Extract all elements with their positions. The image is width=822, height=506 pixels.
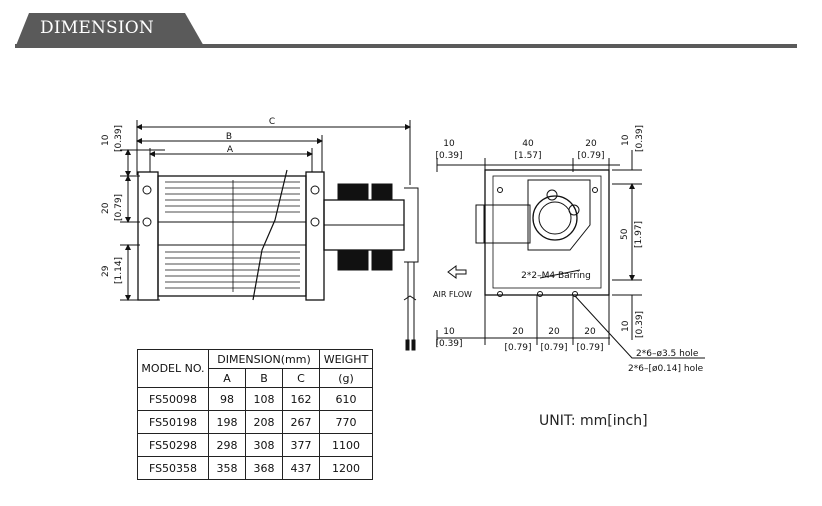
right-top-mm: 10	[621, 134, 631, 146]
bottom-3-mm: 20	[584, 327, 596, 337]
left-top-mm: 10	[101, 134, 111, 146]
col-header-model: MODEL NO.	[137, 349, 209, 388]
col-header-dimension: DIMENSION(mm)	[208, 349, 320, 369]
table-cell-b: 368	[245, 456, 283, 480]
hole-note-1: 2*6–ø3.5 hole	[636, 349, 699, 359]
table-cell-b: 208	[245, 410, 283, 434]
table-cell-model: FS50358	[137, 456, 209, 480]
left-mid-mm: 20	[101, 202, 111, 214]
left-bottom-inch: [1.14]	[114, 257, 124, 284]
col-header-c: C	[282, 368, 320, 388]
right-bottom-inch: [0.39]	[635, 311, 645, 338]
left-mid-inch: [0.79]	[114, 194, 124, 221]
table-cell-a: 358	[208, 456, 246, 480]
table-cell-c: 437	[282, 456, 320, 480]
top-left-mm: 10	[443, 139, 455, 149]
bottom-1-inch: [0.79]	[504, 343, 531, 353]
bottom-1-mm: 20	[512, 327, 524, 337]
table-cell-weight: 610	[319, 387, 373, 411]
top-right-mm: 20	[585, 139, 597, 149]
table-cell-c: 267	[282, 410, 320, 434]
col-header-a: A	[208, 368, 246, 388]
table-cell-model: FS50098	[137, 387, 209, 411]
col-header-weight: WEIGHT	[319, 349, 373, 369]
table-cell-b: 308	[245, 433, 283, 457]
table-cell-c: 377	[282, 433, 320, 457]
dim-a-label: A	[227, 145, 234, 155]
table-cell-weight: 1200	[319, 456, 373, 480]
hole-note-2: 2*6–[ø0.14] hole	[628, 364, 704, 374]
bottom-left-mm: 10	[443, 327, 455, 337]
table-cell-c: 162	[282, 387, 320, 411]
table-cell-weight: 1100	[319, 433, 373, 457]
bottom-2-mm: 20	[548, 327, 560, 337]
right-mid-inch: [1.97]	[634, 221, 644, 248]
model-spec-table: MODEL NO. DIMENSION(mm) WEIGHT A B C (g)…	[137, 349, 373, 480]
table-cell-a: 198	[208, 410, 246, 434]
dim-c-label: C	[269, 117, 275, 127]
bottom-3-inch: [0.79]	[576, 343, 603, 353]
section-header-rule	[15, 44, 797, 48]
bottom-left-inch: [0.39]	[435, 339, 462, 349]
left-bottom-mm: 29	[101, 265, 111, 277]
col-header-b: B	[245, 368, 283, 388]
bearing-label: 2*2–M4 Barring	[521, 271, 591, 281]
right-bottom-mm: 10	[621, 320, 631, 332]
table-cell-a: 98	[208, 387, 246, 411]
airflow-label: AIR FLOW	[433, 290, 472, 299]
table-cell-model: FS50198	[137, 410, 209, 434]
table-cell-b: 108	[245, 387, 283, 411]
col-header-weight-unit: (g)	[319, 368, 373, 388]
right-mid-mm: 50	[620, 228, 630, 240]
top-mid-inch: [1.57]	[514, 151, 541, 161]
top-mid-mm: 40	[522, 139, 534, 149]
table-cell-weight: 770	[319, 410, 373, 434]
unit-note: UNIT: mm[inch]	[539, 413, 648, 429]
section-title: DIMENSION	[40, 18, 155, 38]
table-cell-a: 298	[208, 433, 246, 457]
bottom-2-inch: [0.79]	[540, 343, 567, 353]
right-top-inch: [0.39]	[635, 125, 645, 152]
left-top-inch: [0.39]	[114, 125, 124, 152]
table-cell-model: FS50298	[137, 433, 209, 457]
dim-b-label: B	[226, 132, 232, 142]
top-left-inch: [0.39]	[435, 151, 462, 161]
top-right-inch: [0.79]	[577, 151, 604, 161]
section-header-tab	[15, 13, 205, 48]
